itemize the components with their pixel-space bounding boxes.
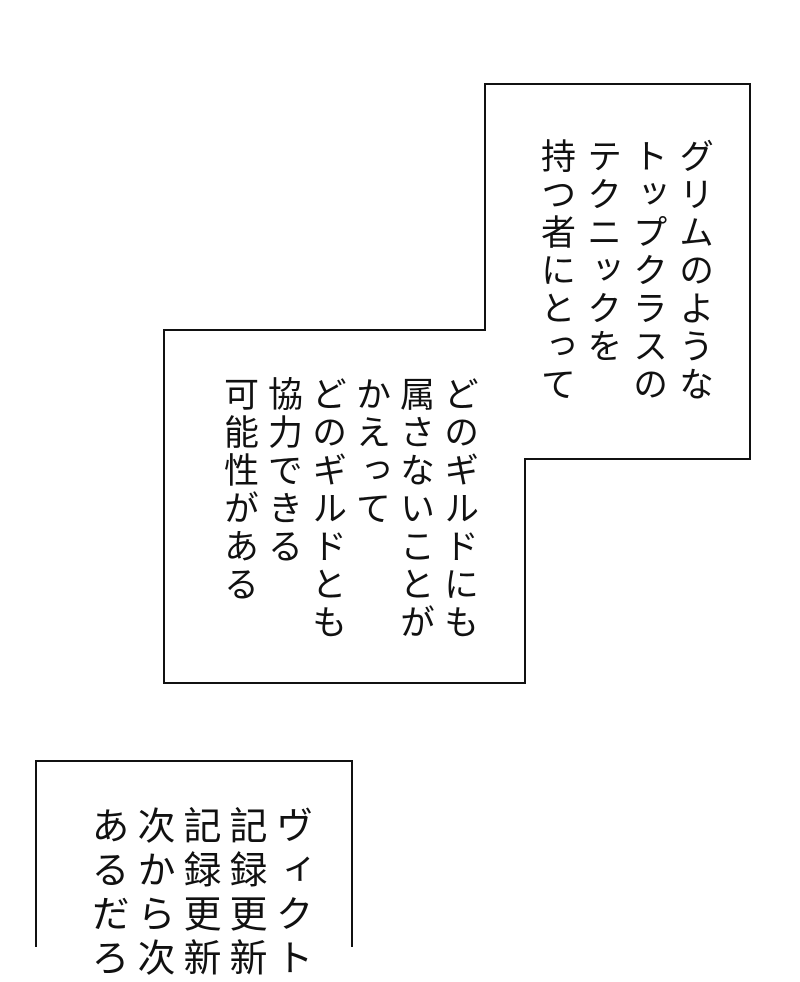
caption-line: トップクラスの xyxy=(627,138,667,404)
merged-caption-box xyxy=(163,83,751,684)
caption-line: 協力できる xyxy=(262,376,302,566)
caption-line: かえって xyxy=(350,376,390,528)
bottom-caption-box xyxy=(35,760,353,947)
caption-line: 属さないことが xyxy=(394,376,434,642)
speech-box-outlines xyxy=(35,83,751,947)
caption-line: グリムのような xyxy=(673,138,713,404)
caption-line: 持つ者にとって xyxy=(535,138,575,404)
caption-line: どのギルドにも xyxy=(438,376,478,642)
caption-line: あるだろ xyxy=(85,806,129,982)
caption-line: どのギルドとも xyxy=(306,376,346,642)
caption-line: 可能性がある xyxy=(218,376,258,604)
caption-line: テクニックを xyxy=(581,138,621,366)
